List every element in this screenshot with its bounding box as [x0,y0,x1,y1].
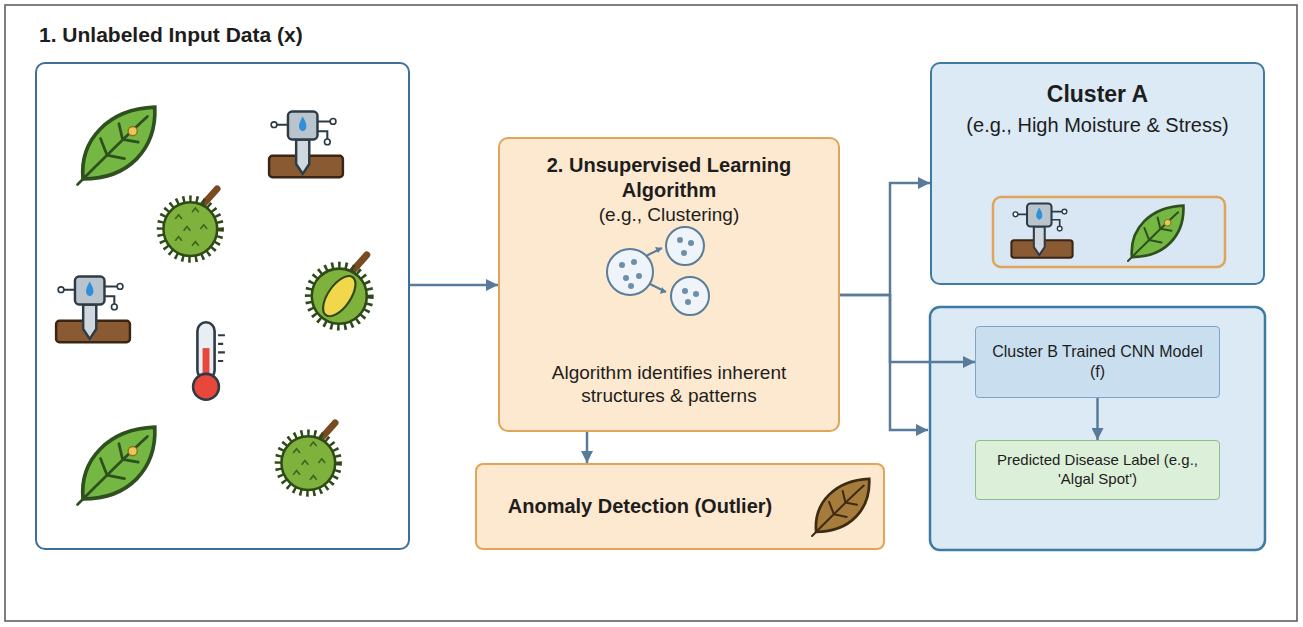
model-box: Cluster B Trained CNN Model (f) [975,326,1220,398]
outer-frame [5,5,1297,621]
cluster-box: Cluster A (e.g., High Moisture & Stress) [930,62,1265,285]
node-text: Predicted Disease Label (e.g., 'Algal Sp… [984,451,1211,489]
flow-arrow [1096,398,1099,440]
algorithm-box: 2. Unsupervised Learning Algorithm(e.g.,… [498,137,840,432]
label-box: Predicted Disease Label (e.g., 'Algal Sp… [975,440,1220,500]
cluster-b-panel [930,307,1265,550]
node-text: 1. Unlabeled Input Data (x) [39,22,303,48]
node-text: 2. Unsupervised Learning Algorithm [514,153,824,203]
flow-arrow [840,183,930,295]
node-text: (e.g., Clustering) [599,203,739,227]
node-text: (e.g., High Moisture & Stress) [966,113,1228,138]
node-text: Algorithm identifies inherent structures… [514,361,824,409]
node-text: Cluster A [1047,80,1148,109]
input-panel: 1. Unlabeled Input Data (x) [35,62,410,550]
node-text: Cluster B Trained CNN Model (f) [984,342,1211,382]
flow-arrow [840,295,975,362]
node-text: Anomaly Detection (Outlier) [508,494,772,519]
input-icons [35,62,410,550]
flow-arrow [410,284,498,287]
flow-arrow [586,432,589,463]
anomaly-box: Anomaly Detection (Outlier) [475,463,885,550]
